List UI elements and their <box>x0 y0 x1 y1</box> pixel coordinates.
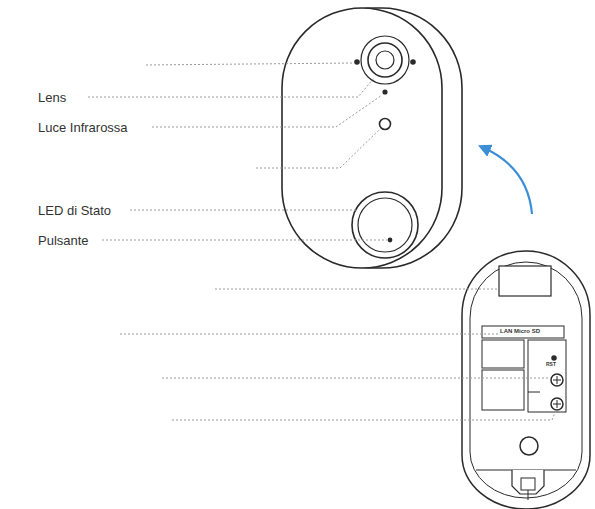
leader-line <box>215 289 499 290</box>
back-housing <box>462 251 590 509</box>
mic-dot <box>355 60 359 64</box>
sensor-dot <box>411 60 415 64</box>
front-view <box>282 8 462 268</box>
leader-line <box>102 240 387 241</box>
button-ring <box>352 192 418 258</box>
leader-line <box>152 95 382 127</box>
port-strip <box>482 326 564 338</box>
screw-slot <box>553 400 561 408</box>
leader-line <box>172 410 556 420</box>
terminal-divider <box>528 392 540 393</box>
leader-line <box>130 210 356 211</box>
lan-port <box>482 340 524 368</box>
port-marking: LAN Micro SD <box>500 328 540 334</box>
leader-line <box>256 129 380 168</box>
leader-line <box>88 78 374 97</box>
button-dot <box>388 238 391 241</box>
sd-slot <box>482 370 524 410</box>
leader-lines <box>88 63 556 420</box>
part-label: Lens <box>38 91 66 104</box>
screw-slot <box>553 376 561 384</box>
leader-line <box>120 334 500 335</box>
back-inner <box>470 262 582 498</box>
terminal-screw <box>551 398 563 410</box>
back-view <box>462 251 590 509</box>
part-label: Pulsante <box>38 234 89 247</box>
ir-dot <box>383 90 387 94</box>
qr-label <box>499 266 551 296</box>
lens-outer <box>368 43 402 77</box>
button-marking: RST <box>546 362 556 367</box>
lens-inner <box>376 51 394 69</box>
housing-face <box>282 8 442 268</box>
light-sensor <box>380 119 391 130</box>
clip-stem <box>528 490 529 500</box>
button <box>358 198 412 252</box>
rotate-arrow <box>484 148 532 214</box>
reset-hole <box>552 356 556 360</box>
terminal-screw <box>551 374 563 386</box>
leader-line <box>146 63 354 65</box>
cable-hole <box>520 437 538 455</box>
lens-ring <box>361 36 409 84</box>
part-label: LED di Stato <box>38 204 111 217</box>
terminal-block <box>528 340 566 412</box>
leader-line <box>162 378 551 379</box>
clip-tab <box>521 478 535 490</box>
part-label: Luce Infrarossa <box>38 121 128 134</box>
